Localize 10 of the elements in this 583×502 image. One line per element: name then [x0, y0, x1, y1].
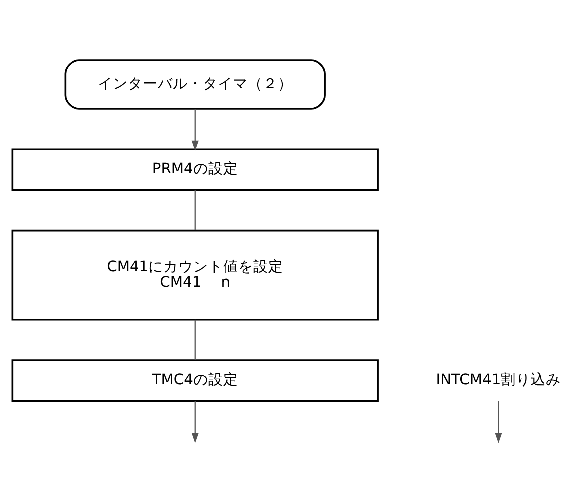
- arrow: [192, 400, 199, 443]
- connector: [194, 319, 196, 360]
- node-box: インターバル・タイマ（２）: [64, 59, 326, 110]
- node-text: INTCM41割り込み: [436, 371, 562, 388]
- arrow: [495, 400, 502, 443]
- connector: [194, 190, 196, 230]
- node-box: PRM4の設定: [12, 148, 379, 191]
- arrow: [192, 108, 199, 151]
- node-box: CM41にカウント値を設定 CM41 n: [12, 229, 379, 320]
- node-box: TMC4の設定: [12, 359, 379, 402]
